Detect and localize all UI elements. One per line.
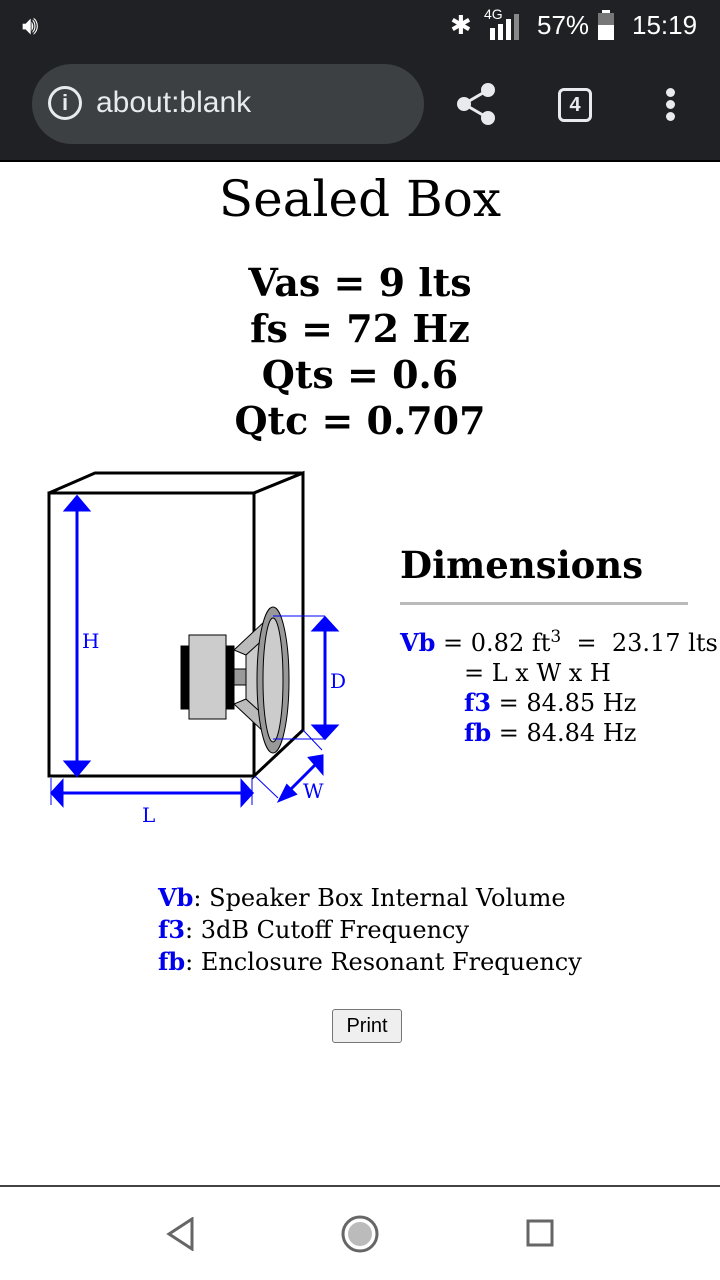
qts-param: Qts = 0.6 bbox=[261, 352, 459, 397]
f3-value: = 84.85 Hz bbox=[491, 689, 637, 717]
legend-key: Vb bbox=[158, 883, 194, 912]
battery-percent: 57% bbox=[537, 10, 590, 40]
speaker-icon bbox=[180, 606, 290, 754]
legend-desc: : 3dB Cutoff Frequency bbox=[185, 916, 470, 944]
clock: 15:19 bbox=[632, 10, 698, 40]
vas-param: Vas = 9 lts bbox=[248, 260, 472, 305]
page-title: Sealed Box bbox=[218, 170, 502, 228]
network-type: 4G bbox=[484, 6, 503, 22]
vb-label: Vb bbox=[400, 628, 436, 657]
dimensions-results: Vb = 0.82 ft3 = 23.17 lts = L x W x H f3… bbox=[400, 622, 718, 748]
battery-icon bbox=[598, 10, 614, 47]
legend-item: Vb: Speaker Box Internal Volume bbox=[158, 882, 582, 914]
home-icon[interactable] bbox=[340, 1214, 380, 1254]
dimensions-heading: Dimensions bbox=[400, 543, 644, 587]
signal-icon bbox=[490, 14, 522, 47]
driver-parameters: Vas = 9 lts fs = 72 Hz Qts = 0.6 Qtc = 0… bbox=[0, 260, 720, 444]
vb-formula: = L x W x H bbox=[464, 659, 611, 687]
tab-switcher-button[interactable]: 4 bbox=[558, 88, 592, 122]
qtc-param: Qtc = 0.707 bbox=[234, 398, 486, 443]
recents-icon[interactable] bbox=[526, 1219, 556, 1249]
f3-label: f3 bbox=[464, 688, 492, 717]
address-bar[interactable]: i about:blank bbox=[32, 64, 424, 144]
fb-value: = 84.84 Hz bbox=[491, 719, 637, 747]
browser-toolbar: i about:blank 4 bbox=[0, 50, 720, 162]
url-text: about:blank bbox=[96, 86, 252, 119]
legend-item: fb: Enclosure Resonant Frequency bbox=[158, 946, 582, 978]
diameter-label: D bbox=[330, 669, 346, 693]
divider bbox=[400, 602, 688, 605]
legend-key: f3 bbox=[158, 915, 186, 944]
length-label: L bbox=[142, 803, 155, 827]
width-label: W bbox=[303, 779, 324, 803]
back-icon[interactable] bbox=[166, 1217, 196, 1251]
info-icon[interactable]: i bbox=[48, 86, 82, 120]
vb-liters: = 23.17 lts bbox=[561, 629, 718, 657]
legend-desc: : Speaker Box Internal Volume bbox=[193, 884, 566, 912]
print-button[interactable]: Print bbox=[332, 1009, 402, 1043]
height-label: H bbox=[82, 629, 99, 653]
more-menu-icon[interactable] bbox=[666, 88, 676, 124]
status-bar: 🔊︎ ✱ 4G 57% 15:19 bbox=[0, 0, 720, 50]
legend-desc: : Enclosure Resonant Frequency bbox=[185, 948, 582, 976]
bluetooth-icon: ✱ bbox=[450, 10, 472, 40]
dimension-arrows bbox=[49, 494, 340, 808]
navigation-bar bbox=[0, 1185, 720, 1280]
fb-label: fb bbox=[464, 718, 492, 747]
share-icon[interactable] bbox=[456, 82, 496, 126]
vb-value: = 0.82 ft bbox=[435, 629, 551, 657]
fs-param: fs = 72 Hz bbox=[250, 306, 470, 351]
volume-icon: 🔊︎ bbox=[22, 10, 39, 40]
vb-unit-exponent: 3 bbox=[550, 627, 562, 647]
legend-key: fb bbox=[158, 947, 186, 976]
legend: Vb: Speaker Box Internal Volume f3: 3dB … bbox=[158, 882, 582, 978]
box-diagram: H L W D bbox=[47, 470, 346, 827]
legend-item: f3: 3dB Cutoff Frequency bbox=[158, 914, 582, 946]
